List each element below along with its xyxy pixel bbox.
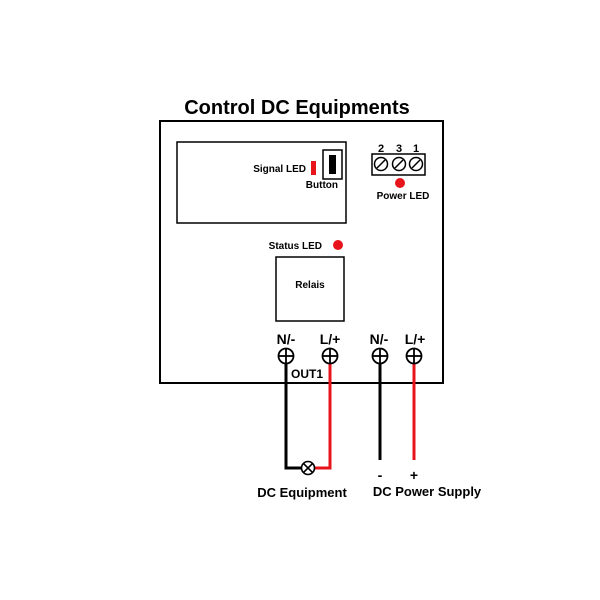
terminal-number-1: 1 (413, 143, 419, 155)
output-label: OUT1 (291, 367, 323, 381)
terminal-screw-2 (373, 156, 389, 172)
out-neg-label: N/- (277, 331, 296, 347)
diagram-title: Control DC Equipments (184, 97, 410, 119)
power-pos-label: L/+ (405, 331, 426, 347)
supply-negative-sign: - (378, 467, 383, 483)
lamp-icon (300, 460, 316, 476)
relay (275, 256, 345, 322)
out-pos-terminal (321, 347, 339, 365)
supply-positive-sign: + (410, 467, 418, 483)
power-neg-label: N/- (370, 331, 389, 347)
receiver-board (176, 141, 347, 224)
terminal-number-3: 3 (396, 143, 402, 155)
power-led (395, 178, 405, 188)
signal-led-label: Signal LED (253, 164, 306, 175)
power-pos-terminal (405, 347, 423, 365)
equipment-positive-wire (314, 356, 332, 470)
out-neg-terminal (277, 347, 295, 365)
terminal-screw-3 (391, 156, 407, 172)
power-neg-terminal (371, 347, 389, 365)
terminal-number-2: 2 (378, 143, 384, 155)
equipment-label: DC Equipment (257, 485, 347, 500)
status-led-label: Status LED (269, 241, 322, 252)
learn-button-cap (329, 155, 336, 174)
status-led (333, 240, 343, 250)
terminal-screw-1 (408, 156, 424, 172)
button-label: Button (306, 180, 338, 191)
out-pos-label: L/+ (320, 331, 341, 347)
equipment-negative-wire (284, 356, 302, 470)
supply-label: DC Power Supply (373, 484, 482, 499)
relay-label: Relais (295, 280, 325, 291)
power-led-label: Power LED (377, 191, 430, 202)
signal-led (311, 161, 316, 175)
